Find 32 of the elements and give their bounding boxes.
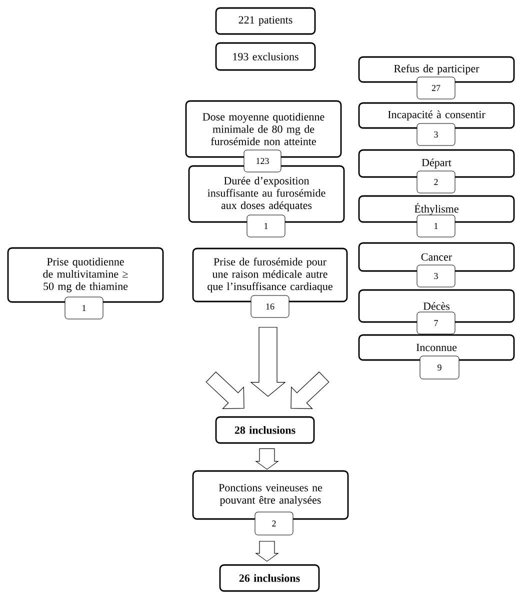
count-box: 2 [416,170,456,194]
criteria-box: Prise quotidienne de multivitamine ≥ 50 mg de thiamine [7,247,164,303]
criteria-box: Durée d’exposition insuffisante au furosémide aux doses adéquates [188,165,345,223]
count-box: 1 [246,214,286,238]
count-summary-box: 221 patients [215,7,316,35]
count-summary-box: 193 exclusions [215,42,316,71]
criteria-box: Prise de furosémide pour une raison médicale autre que l’insuffisance cardiaque [192,248,348,302]
criteria-box: Inconnue [358,334,515,361]
count-box: 3 [416,264,456,288]
criteria-box: Départ [358,149,515,178]
count-box: 123 [244,150,282,172]
criteria-box: Incapacité à consentir [358,102,515,129]
block-arrow [255,540,279,562]
count-box: 16 [250,295,290,318]
count-box: 27 [416,76,456,100]
count-box: 9 [420,356,460,380]
criteria-box: Éthylisme [358,195,515,223]
criteria-box: Cancer [358,242,515,272]
criteria-box: Refus de participer [358,56,515,83]
block-arrow [206,372,244,409]
count-box: 7 [416,312,456,334]
criteria-box: Dose moyenne quotidienne minimale de 80 mg de furosémide non atteinte [185,100,342,158]
inclusion-box: 26 inclusions [219,564,320,592]
block-arrow [255,448,279,470]
inclusion-box: 28 inclusions [215,416,315,444]
count-box: 1 [64,296,104,320]
block-arrow [290,372,330,409]
count-box: 3 [416,123,456,146]
count-box: 2 [254,512,294,536]
block-arrow [250,326,286,397]
criteria-box: Ponctions veineuses ne pouvant être analysées [192,470,349,520]
count-box: 1 [416,214,456,238]
